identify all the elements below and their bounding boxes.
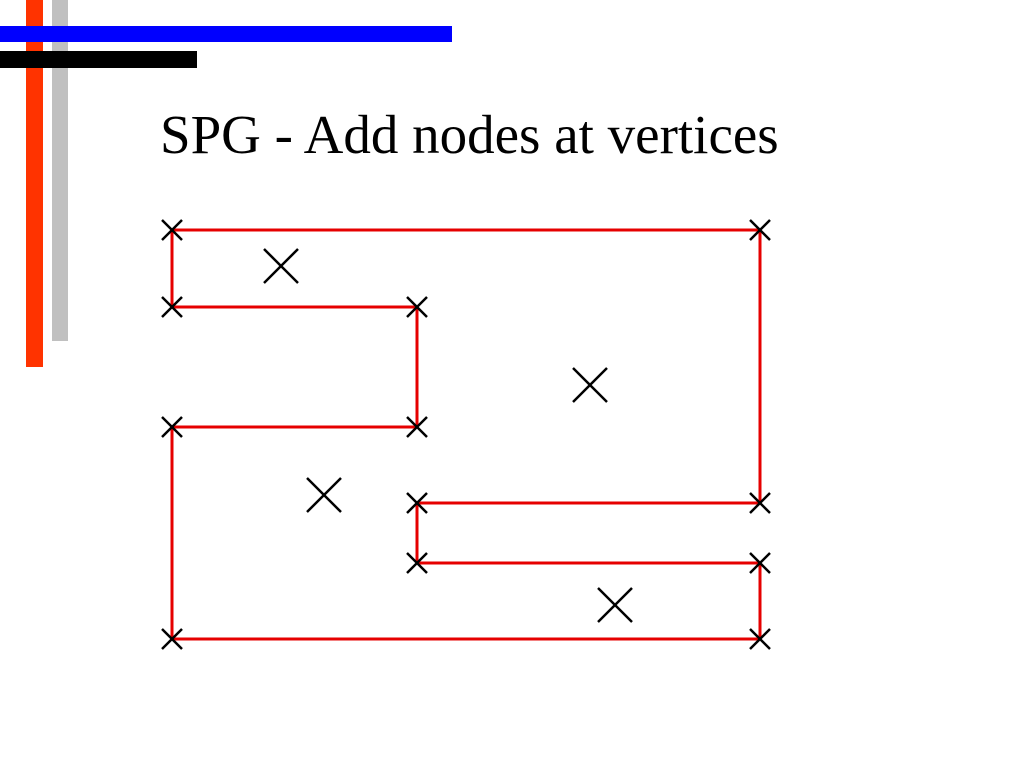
face-nodes (263, 248, 633, 623)
face-node-icon (597, 587, 633, 623)
vertex-node-icon (161, 628, 183, 650)
face-node-icon (306, 477, 342, 513)
polygon-boundary (170, 228, 762, 641)
vertex-node-icon (161, 296, 183, 318)
vertex-node-icon (749, 492, 771, 514)
vertex-node-icon (406, 552, 428, 574)
vertex-node-icon (749, 219, 771, 241)
vertex-nodes (161, 219, 771, 650)
decor-gray-vertical-bar (52, 0, 68, 341)
vertex-node-icon (161, 416, 183, 438)
vertex-node-icon (749, 628, 771, 650)
vertex-node-icon (749, 552, 771, 574)
face-node-icon (263, 248, 299, 284)
decor-blue-horizontal-bar (0, 26, 452, 42)
vertex-node-icon (406, 492, 428, 514)
decor-red-vertical-bar (26, 0, 43, 367)
boundary-outline (170, 228, 762, 641)
face-node-icon (572, 367, 608, 403)
vertex-node-icon (406, 416, 428, 438)
vertex-node-icon (161, 219, 183, 241)
decor-black-horizontal-bar (0, 51, 197, 68)
slide-title: SPG - Add nodes at vertices (160, 104, 779, 165)
vertex-node-icon (406, 296, 428, 318)
